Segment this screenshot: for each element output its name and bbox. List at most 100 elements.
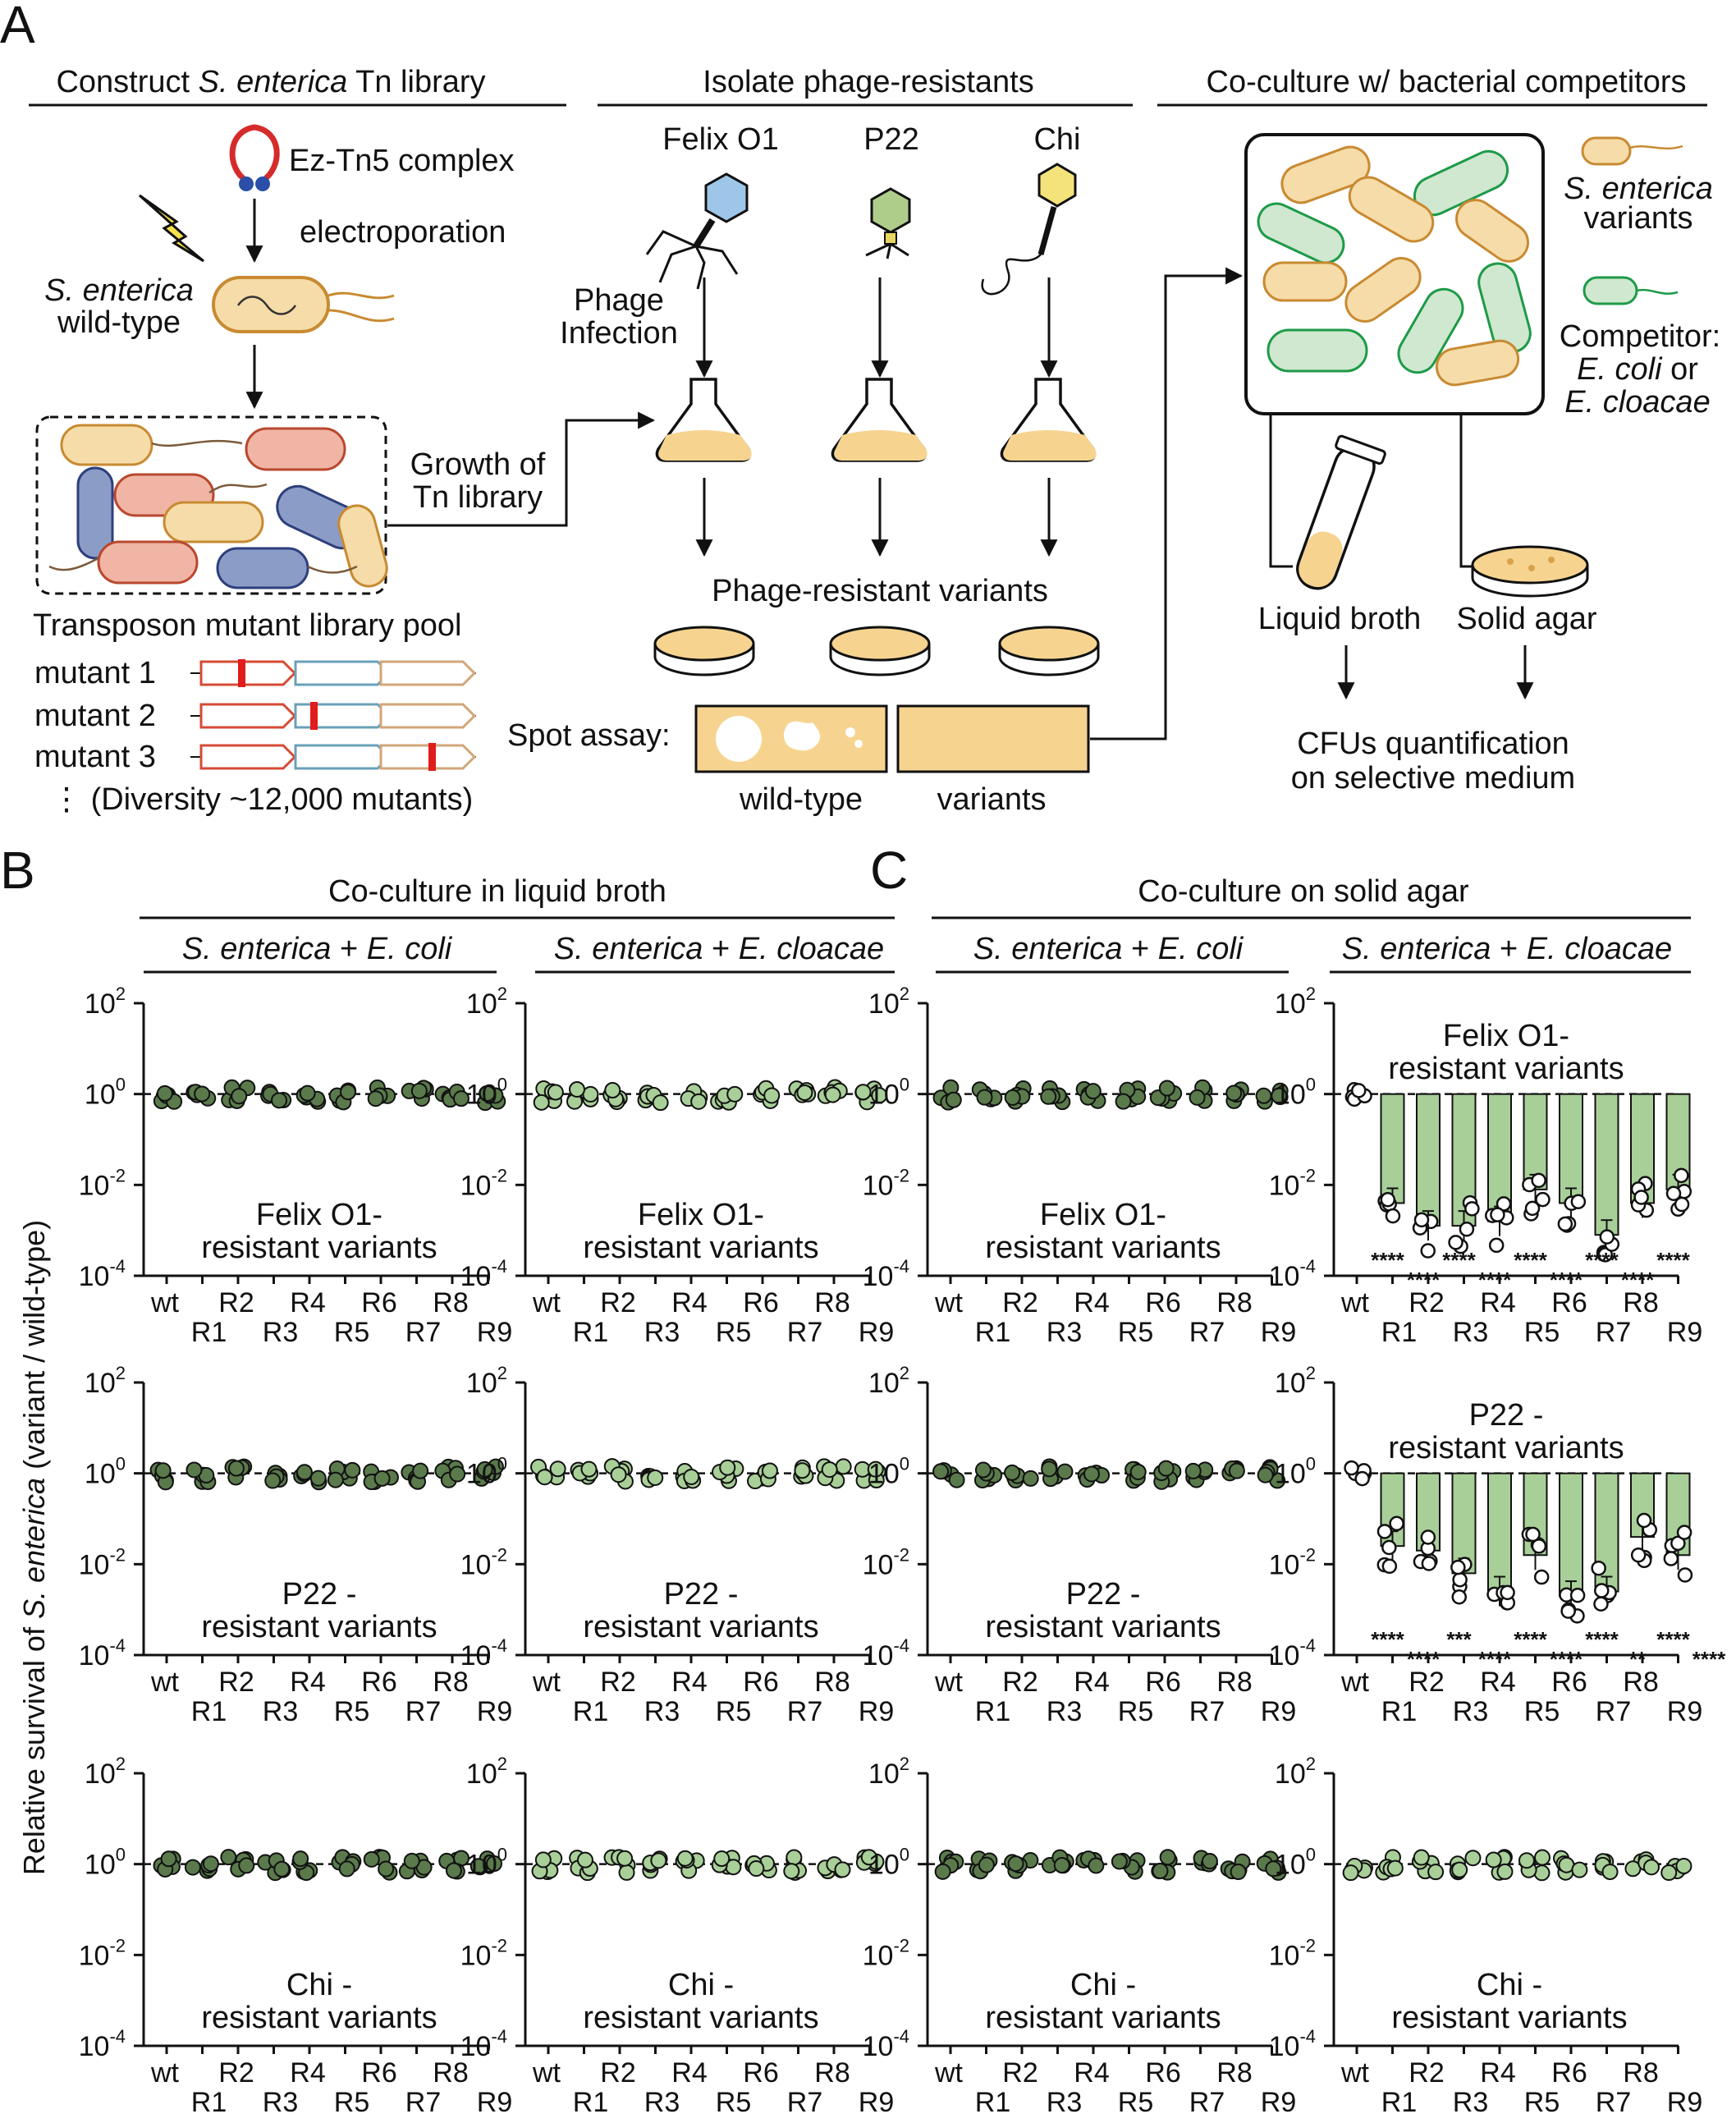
solid-agar-dish-icon [1471,545,1589,598]
plot-r0-c0-label-2: resistant variants [201,1231,437,1265]
section2-title: Isolate phage-resistants [703,65,1033,99]
flask-felix-icon [655,378,752,462]
plot-r0-c3-point [1557,1216,1573,1232]
plot-r1-c1-point [683,1468,700,1485]
plot-r1-c1-ytick-label: 100 [466,1454,507,1490]
chi-phage-icon [981,163,1077,296]
plot-r1-c3-ytick-label: 102 [1275,1363,1316,1399]
plot-r1-c2-point [932,1463,950,1480]
plot-r1-c3-xtick-label: R8 [1623,1667,1658,1698]
plot-r2-c0-point [445,1862,462,1879]
plot-r0-c2-label-1: Felix O1- [1040,1198,1166,1232]
plot-r2-c0-point [273,1860,291,1878]
plot-r2-c3-xtick-label: R9 [1667,2087,1702,2118]
plot-r1-c3-point [1670,1535,1686,1552]
plot-r0-c3-bar [1523,1093,1548,1190]
plot-r1-c3-point [1636,1512,1652,1529]
mutant-row-1: mutant 1 [34,656,477,690]
plot-r0-c3-xtick-label: R8 [1623,1287,1658,1318]
plot-r1-c1-xtick-label: R9 [859,1696,894,1727]
plot-r2-c2-xtick-label: R4 [1074,2057,1109,2089]
plot-r0-c3-point [1599,1229,1615,1245]
plot-r1-c0-label-2: resistant variants [201,1610,437,1644]
plot-r0-c1-point [533,1094,550,1111]
plot-r0-c2-point [1255,1087,1272,1104]
plot-r2-c0-xtick-label: R3 [263,2087,298,2118]
felix-o1-phage-icon [645,172,749,290]
plot-r2-c3-point [1534,1849,1551,1866]
plot-r2-c0-point [220,1849,237,1866]
arrow-to-infection [387,411,656,527]
plot-r0-c0-xtick-label: R6 [361,1287,396,1318]
plot-r0-c3-point [1535,1191,1550,1208]
plot-r1-c0-point [295,1464,313,1481]
plot-r1-c2-ytick-label: 10-2 [863,1544,909,1580]
plot-r2-c3-xtick-label: R3 [1453,2087,1488,2118]
plot-r1-c3-point [1354,1470,1370,1487]
plot-r0-c1-xtick-label: R4 [671,1287,707,1318]
plot-r2-c2-point [1152,1863,1169,1880]
plot-r2-c0-xtick-label: wt [150,2057,180,2089]
plot-r2-c3-label-2: resistant variants [1391,2001,1627,2035]
plot-r2-c0-xtick-label: R4 [290,2057,325,2089]
plot-r2-c3-xtick-label: R1 [1381,2087,1417,2118]
plot-r1-c3-xtick-label: R5 [1524,1696,1560,1727]
plot-r1-c3-significance: ** [1629,1647,1647,1671]
library-pool-box [35,415,387,595]
plot-r0-c0-point [479,1084,496,1102]
plot-r2-c1-xtick-label: R4 [671,2057,707,2089]
plot-r0-c3-point [1531,1172,1546,1189]
spot-wild-type-label: wild-type [739,782,863,817]
plot-r0-c2-xtick-label: R7 [1189,1317,1225,1348]
plot-r1-c3-point [1344,1460,1359,1476]
p22-phage-icon [865,187,911,259]
plot-r2-c2-point [1088,1857,1105,1874]
plot-r2-c2-xtick-label: wt [934,2057,964,2089]
plot-r0-c1-point [763,1087,781,1104]
plot-r0-c3-significance: **** [1442,1248,1476,1272]
plot-r2-c3-point [1485,1851,1502,1869]
plot-r0-c2-xtick-label: R1 [975,1317,1010,1348]
plot-r1-c0-point [154,1462,172,1479]
plot-r0-c3-bar [1559,1093,1583,1204]
plot-r2-c3-point [1451,1861,1468,1878]
plot-r0-c1-label-2: resistant variants [583,1231,818,1265]
plot-r1-c3-label-2: resistant variants [1388,1431,1624,1465]
plot-r0-c3-significance: **** [1585,1248,1619,1272]
plot-r2-c1-point [713,1850,731,1868]
plot-r2-c2-point [1007,1855,1024,1873]
plot-r0-c1-xtick-label: R6 [743,1287,778,1318]
ez-tn5-label: Ez-Tn5 complex [289,144,515,178]
plot-r0-c2-xtick-label: R6 [1145,1287,1180,1318]
plot-r0-c2-xtick-label: R5 [1118,1317,1153,1348]
plot-r1-c0-xtick-label: R6 [361,1667,396,1698]
plot-r1-c2-point [1157,1460,1175,1477]
plot-r2-c0-point [160,1850,177,1868]
plot-r2-c3-label-1: Chi - [1477,1968,1542,2002]
plot-r1-c0-ytick-label: 10-2 [79,1544,126,1580]
plot-r2-c1-point [748,1860,765,1878]
plot-r0-c1-label-1: Felix O1- [638,1198,764,1232]
plot-r2-c3-xtick-label: R8 [1623,2057,1658,2089]
plot-r0-c2-point [1189,1089,1206,1106]
plot-r0-c0-ytick-label: 100 [85,1075,126,1111]
plot-r1-c1-point [821,1461,838,1479]
plot-r1-c3-point [1376,1524,1393,1539]
plot-r0-c1-ytick-label: 10-2 [460,1165,507,1201]
plot-r1-c3-xtick-label: R3 [1453,1696,1488,1727]
wild-type-label: wild-type [57,305,181,340]
plot-r2-c2-xtick-label: R1 [975,2087,1010,2118]
library-pool-label: Transposon mutant library pool [33,608,461,643]
plot-r1-c2-point [1022,1470,1039,1487]
plot-r2-c0-xtick-label: R6 [361,2057,396,2089]
plot-r1-c0-xtick-label: R4 [290,1667,325,1698]
plot-r1-c3-significance: **** [1371,1627,1404,1652]
plot-r1-c3-point [1560,1603,1576,1619]
plot-r2-c2-point [978,1856,995,1873]
plot-r2-c0-xtick-label: R7 [405,2087,441,2118]
plot-r1-c3-xtick-label: R9 [1667,1696,1702,1727]
plot-r0-c3-label-2: resistant variants [1388,1052,1624,1086]
plot-r0-c3-xtick-label: R9 [1667,1317,1702,1348]
petri-dish-chi-icon [998,626,1100,676]
plot-r0-c3-significance: **** [1407,1268,1441,1292]
